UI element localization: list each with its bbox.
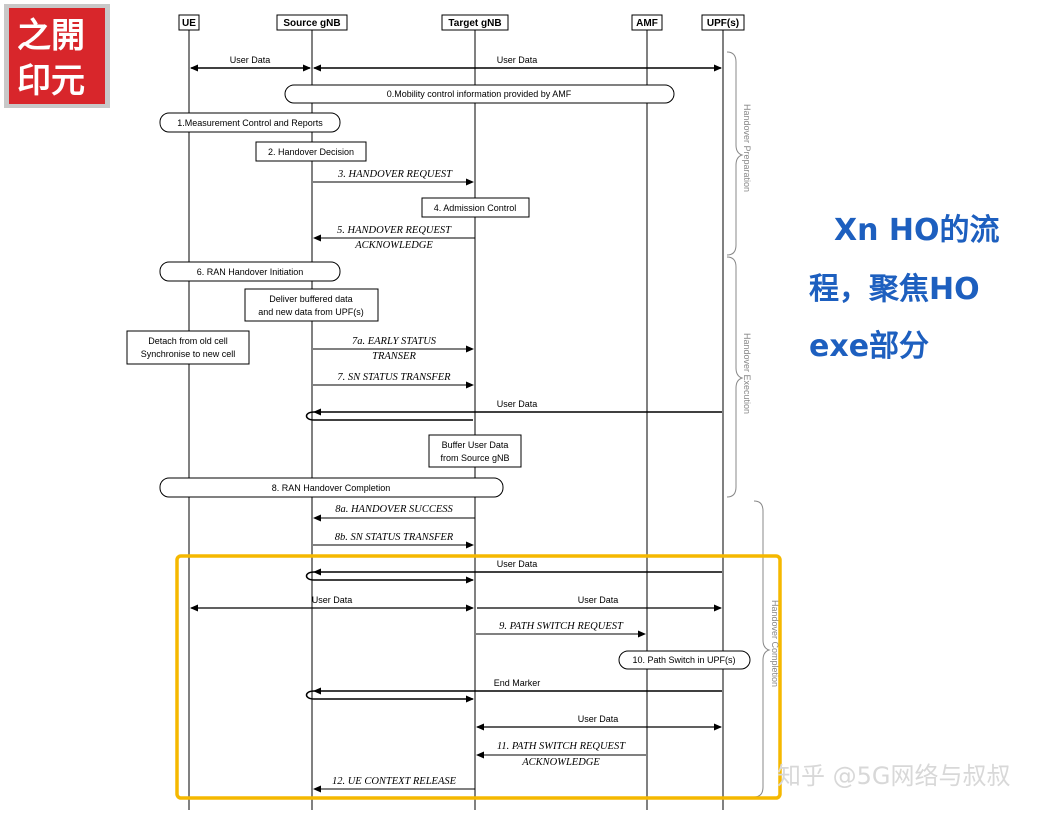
message-label: 5. HANDOVER REQUEST (337, 225, 452, 236)
message-label: User Data (578, 714, 619, 724)
step-4-admission-control: 4. Admission Control (421, 197, 530, 218)
entity-header-upf: UPF(s) (701, 14, 745, 31)
step-0-mobility-control: 0.Mobility control information provided … (284, 84, 675, 104)
message-label-line2: ACKNOWLEDGE (521, 757, 600, 768)
step-8-ran-handover-completion: 8. RAN Handover Completion (159, 477, 504, 498)
brace-execution (726, 256, 744, 498)
buffer-user-data-box: Buffer User Data from Source gNB (428, 434, 522, 468)
step-7a-early-status-transfer: 7a. EARLY STATUS TRANSER (313, 336, 474, 362)
step-2-handover-decision: 2. Handover Decision (255, 141, 367, 162)
user-data-ue-target: User Data (190, 595, 474, 612)
box-line2: Synchronise to new cell (141, 349, 236, 359)
message-label: 8b. SN STATUS TRANSFER (335, 532, 454, 543)
message-label: 7a. EARLY STATUS (352, 336, 437, 347)
deliver-buffered-data-box: Deliver buffered data and new data from … (244, 288, 379, 322)
message-label: User Data (312, 595, 353, 605)
entity-label: Target gNB (448, 18, 501, 29)
message-label: 7. SN STATUS TRANSFER (337, 372, 451, 383)
step-label: 1.Measurement Control and Reports (177, 118, 323, 128)
entity-label: Source gNB (283, 18, 340, 29)
user-data-upf-to-source-forwarding: User Data (305, 399, 722, 421)
message-label: 11. PATH SWITCH REQUEST (497, 741, 626, 752)
box-line2: from Source gNB (440, 453, 509, 463)
step-label: 0.Mobility control information provided … (387, 89, 572, 99)
logo-text-top: 之開 (17, 16, 85, 56)
message-label: 3. HANDOVER REQUEST (337, 169, 453, 180)
step-8a-handover-success: 8a. HANDOVER SUCCESS (313, 504, 475, 522)
step-label: 6. RAN Handover Initiation (197, 267, 304, 277)
detach-synchronise-box: Detach from old cell Synchronise to new … (126, 330, 250, 365)
phase-label-execution: Handover Execution (742, 333, 752, 414)
message-label: 12. UE CONTEXT RELEASE (332, 776, 457, 787)
step-label: 10. Path Switch in UPF(s) (632, 655, 735, 665)
step-6-ran-handover-initiation: 6. RAN Handover Initiation (159, 261, 341, 282)
annotation-line2: 程，聚焦HO (809, 272, 980, 307)
watermark: 知乎 @5G网络与叔叔 (777, 762, 1011, 790)
message-label: User Data (497, 559, 538, 569)
lifelines (188, 30, 724, 810)
box-line1: Detach from old cell (148, 336, 228, 346)
message-label: 9. PATH SWITCH REQUEST (499, 621, 624, 632)
highlight-execution-box (175, 554, 782, 800)
message-label-line2: TRANSER (372, 351, 416, 362)
step-label: 4. Admission Control (434, 203, 517, 213)
step-1-measurement: 1.Measurement Control and Reports (159, 112, 341, 133)
phase-label-completion: Handover Completion (770, 600, 780, 687)
message-label: User Data (497, 399, 538, 409)
entity-header-target-gnb: Target gNB (441, 14, 509, 31)
step-10-path-switch-upf: 10. Path Switch in UPF(s) (618, 650, 751, 670)
phase-label-preparation: Handover Preparation (742, 104, 752, 192)
user-data-ue-source: User Data (190, 55, 311, 72)
entity-header-ue: UE (178, 14, 200, 31)
user-data-source-upf: User Data (313, 55, 722, 72)
step-3-handover-request: 3. HANDOVER REQUEST (313, 169, 474, 186)
entity-label: UPF(s) (707, 18, 739, 29)
entity-label: AMF (636, 18, 658, 29)
box-line1: Deliver buffered data (269, 294, 352, 304)
message-label: End Marker (494, 678, 541, 688)
step-5-handover-request-ack: 5. HANDOVER REQUEST ACKNOWLEDGE (313, 225, 475, 251)
user-data-target-upf-final: User Data (476, 714, 722, 731)
message-label-line2: ACKNOWLEDGE (354, 240, 433, 251)
phase-braces (726, 51, 771, 798)
entity-label: UE (182, 18, 196, 29)
brace-completion (753, 500, 771, 798)
message-label: User Data (578, 595, 619, 605)
end-marker: End Marker (305, 678, 722, 703)
user-data-forwarding-completion: User Data (305, 559, 722, 584)
step-7-sn-status-transfer: 7. SN STATUS TRANSFER (313, 372, 474, 389)
box-line2: and new data from UPF(s) (258, 307, 364, 317)
message-label: User Data (230, 55, 271, 65)
annotation-note: Xn HO的流 程，聚焦HO exe部分 (809, 213, 1000, 364)
step-11-path-switch-ack: 11. PATH SWITCH REQUEST ACKNOWLEDGE (476, 741, 646, 768)
entity-header-source-gnb: Source gNB (276, 14, 348, 31)
annotation-line3: exe部分 (809, 329, 929, 364)
box-line1: Buffer User Data (442, 440, 509, 450)
logo-text-bottom: 印元 (17, 61, 85, 101)
entity-header-amf: AMF (631, 14, 663, 31)
step-9-path-switch-request: 9. PATH SWITCH REQUEST (476, 621, 646, 638)
brand-logo: 之開 印元 (4, 4, 110, 108)
step-label: 8. RAN Handover Completion (272, 483, 391, 493)
brace-preparation (726, 51, 744, 256)
user-data-target-upf: User Data (477, 595, 722, 612)
step-8b-sn-status-transfer: 8b. SN STATUS TRANSFER (313, 532, 474, 549)
step-label: 2. Handover Decision (268, 147, 354, 157)
message-label: User Data (497, 55, 538, 65)
message-label: 8a. HANDOVER SUCCESS (335, 504, 453, 515)
step-12-ue-context-release: 12. UE CONTEXT RELEASE (313, 776, 475, 793)
annotation-line1: Xn HO的流 (834, 213, 1000, 248)
